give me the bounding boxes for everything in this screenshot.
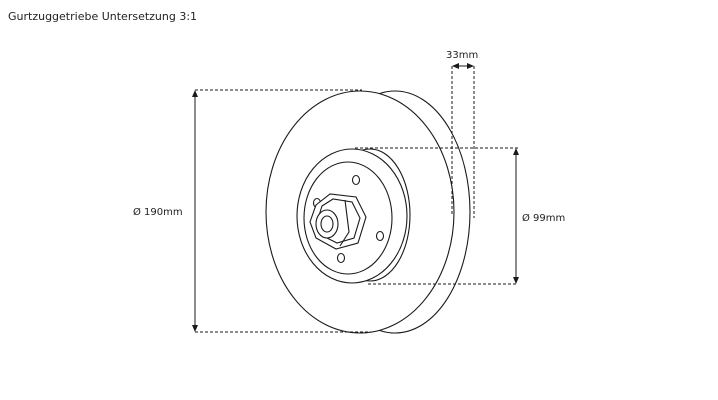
width-label: 33mm	[446, 50, 478, 61]
mounting-hole-top	[351, 174, 361, 186]
outer-arrow-bottom	[192, 325, 198, 332]
outer-diameter-label: Ø 190mm	[133, 206, 183, 218]
hub-face	[303, 161, 393, 275]
outer-diameter-dimension: Ø 190mm	[133, 89, 372, 333]
hub-diameter-label: Ø 99mm	[522, 212, 565, 224]
outer-arrow-top	[192, 90, 198, 97]
hub-diameter-dimension: Ø 99mm	[355, 147, 565, 285]
width-arrow-left	[452, 63, 459, 69]
hub-arrow-top	[513, 148, 519, 155]
width-arrow-right	[467, 63, 474, 69]
nut-face-line	[339, 199, 350, 247]
mounting-hole-bottom	[336, 252, 346, 264]
hub-arrow-bottom	[513, 277, 519, 284]
axle-bore	[320, 215, 334, 233]
width-dimension: 33mm	[446, 50, 478, 218]
axle-end	[315, 209, 339, 239]
mounting-hole-right	[375, 230, 385, 242]
page-title: Gurtzuggetriebe Untersetzung 3:1	[8, 10, 198, 23]
pulley-drawing	[265, 90, 471, 334]
